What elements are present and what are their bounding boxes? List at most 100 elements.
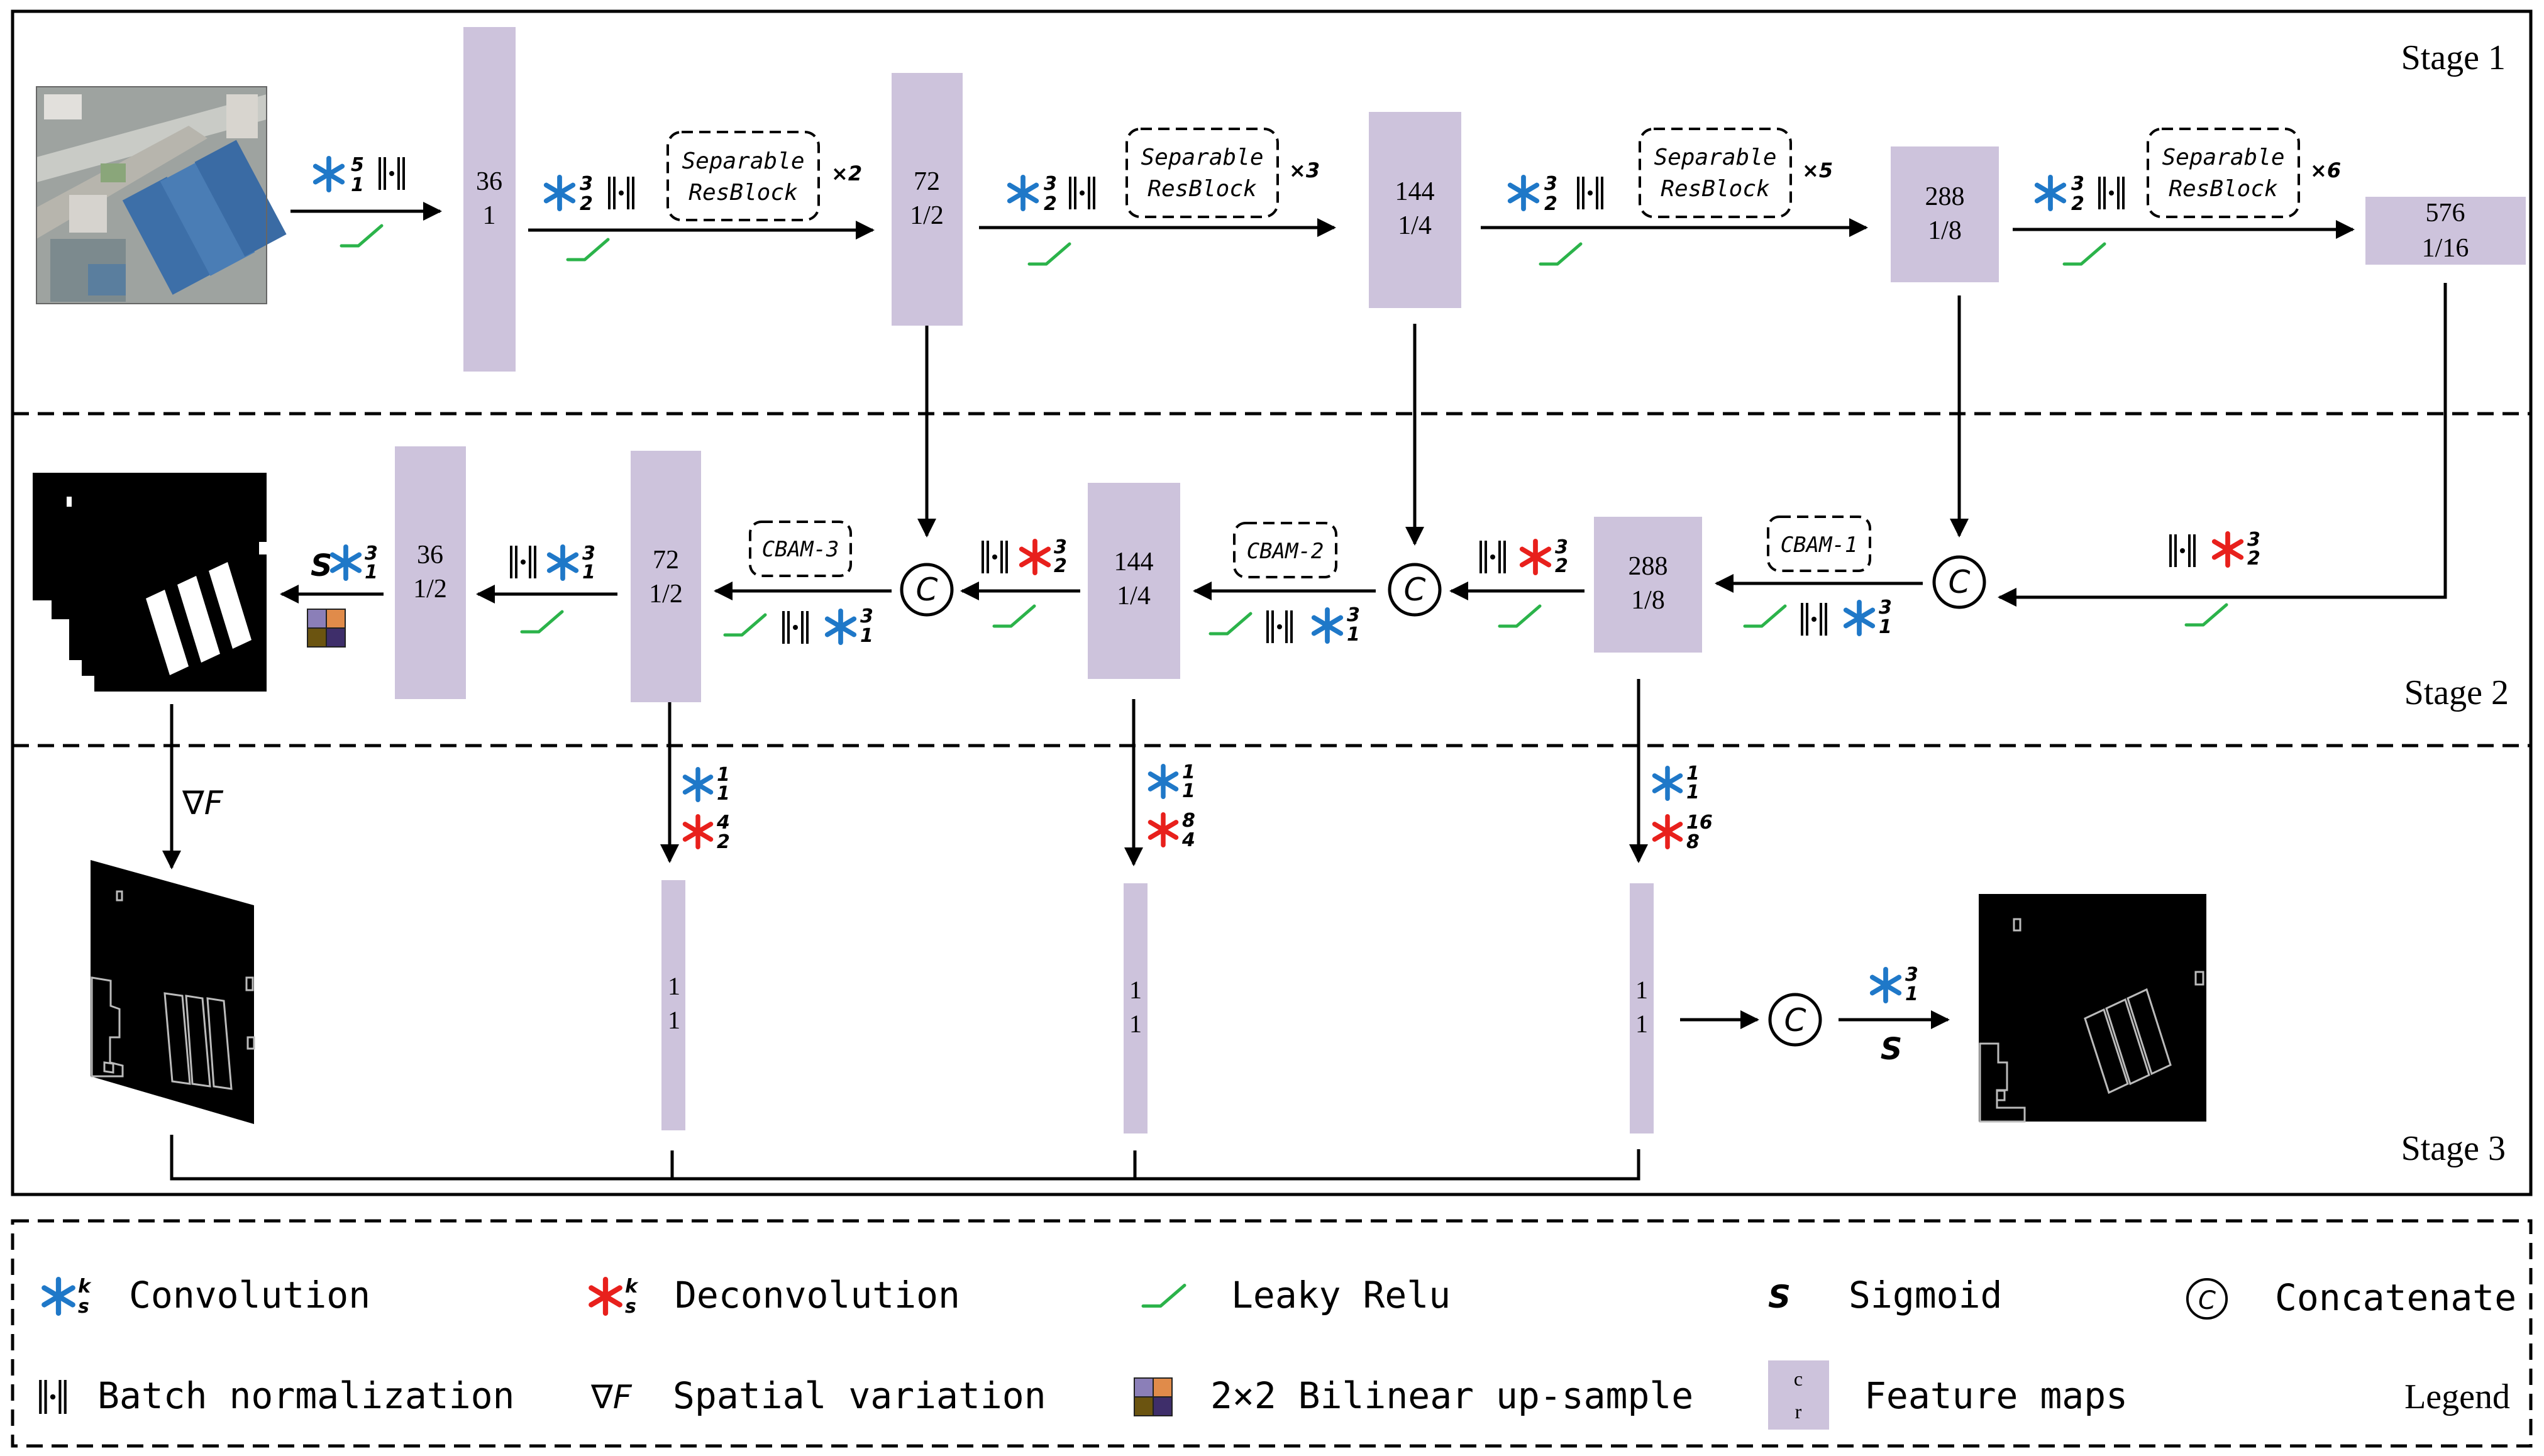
legend-concatenate: Concatenate (2275, 1276, 2516, 1319)
dec-deconv-3-icon (1022, 541, 1049, 573)
dec-out-conv-icon (333, 547, 360, 578)
enc-conv2-k: 3 (1044, 173, 1057, 195)
enc-bn4-icon (2098, 175, 2125, 211)
dec-relu-final-icon (522, 612, 562, 632)
branch2-deconv-icon (1150, 815, 1176, 846)
legend-feature-map-icon (1768, 1360, 1829, 1430)
decoder-fm3-c: 144 (1114, 548, 1154, 576)
dec-relu-c1-icon (1745, 606, 1785, 626)
edge-fm1-c: 1 (668, 972, 680, 1000)
dec-cbam-1-label: CBAM-1 (1781, 532, 1858, 558)
legend-deconvolution: Deconvolution (675, 1274, 960, 1316)
edge-fm3-c: 1 (1635, 976, 1648, 1004)
dec-conv-c2-s: 1 (1347, 624, 1360, 646)
decoder-feature-map-3 (1088, 483, 1180, 679)
dec-bn-final-icon (510, 544, 536, 580)
decoder-fm4-r: 1/8 (1631, 586, 1665, 615)
dec-cbam-1 (1767, 516, 1871, 572)
legend-fm-r: r (1795, 1400, 1802, 1423)
enc-conv2-icon (1010, 177, 1037, 209)
legend-frame (11, 1219, 2533, 1448)
dec-conv-c3-icon (827, 611, 854, 643)
encoder-fm4-c: 288 (1925, 182, 1965, 211)
enc-rep-1: ×2 (831, 162, 862, 185)
dec-upsample-icon (307, 609, 346, 648)
dec-conv-c3-s: 1 (860, 625, 873, 647)
branch1-deconv-icon (685, 817, 711, 847)
enc-bn3-icon (1577, 175, 1603, 211)
decoder-feature-map-2 (631, 451, 701, 702)
dec-bn-in-icon (2169, 533, 2196, 568)
legend-sigmoid: Sigmoid (1849, 1274, 2002, 1316)
dec-deconv-2-k: 3 (1555, 536, 1568, 558)
encoder-feature-map-4 (1891, 146, 1999, 282)
encoder-fm2-c: 72 (914, 167, 940, 196)
enc-relu1-icon (568, 240, 608, 260)
stage1-conv-icon (316, 158, 343, 190)
dec-bn-d2-icon (1479, 539, 1506, 575)
stages-frame (11, 9, 2533, 1196)
dec-final-conv-s: 1 (582, 561, 595, 583)
stage1-bn-icon (379, 156, 405, 191)
encoder-feature-map-5 (2365, 197, 2526, 265)
edge-fm1-r: 1 (668, 1006, 680, 1034)
decoder-fm3-r: 1/4 (1117, 582, 1151, 610)
legend-convolution: Convolution (129, 1274, 370, 1316)
edge-fm3-r: 1 (1635, 1010, 1648, 1038)
legend-deconv-s: s (625, 1296, 636, 1318)
branch3-deconv-k: 16 (1686, 812, 1713, 834)
branch2-deconv-k: 8 (1182, 810, 1195, 832)
dec-out-conv-k: 3 (365, 543, 378, 565)
branch1-conv-icon (685, 769, 711, 800)
decoder-fm1-r: 1/2 (413, 575, 447, 604)
dec-deconv-2-icon (1522, 541, 1549, 573)
legend-conv-icon (44, 1279, 72, 1313)
enc-resblock-2 (1125, 128, 1279, 218)
stage-1-label: Stage 1 (2401, 38, 2506, 77)
encoder-fm5-c: 576 (2426, 199, 2465, 228)
enc-resblock-3-line1: Separable (1654, 145, 1776, 170)
enc-relu3-icon (1540, 244, 1581, 264)
enc-conv3-s: 2 (1544, 193, 1557, 215)
decoder-feature-map-1 (395, 446, 466, 699)
enc-resblock-1-line2: ResBlock (689, 180, 798, 206)
stage1-relu-icon (341, 226, 382, 246)
decoder-fm1-c: 36 (417, 541, 443, 570)
branch2-conv-icon (1150, 766, 1176, 797)
dec-bn-c2-icon (1266, 609, 1293, 644)
enc-rep-3: ×5 (1802, 158, 1833, 182)
dec-bn-d3-icon (982, 539, 1008, 575)
branch3-deconv-s: 8 (1686, 831, 1700, 853)
dec-deconv-3-k: 3 (1054, 536, 1067, 558)
legend-conv-k: k (78, 1276, 92, 1298)
branch3-conv-icon (1654, 768, 1680, 799)
encoder-fm1-r: 1 (483, 201, 496, 230)
enc-bn2-icon (1069, 175, 1095, 211)
stage3-bottom-bracket (170, 1135, 1640, 1181)
grad-label: ∇F (182, 785, 224, 822)
enc-resblock-1-line1: Separable (682, 148, 804, 174)
edge-output-image (1979, 894, 2206, 1123)
dec-deconv-in-k: 3 (2247, 529, 2260, 551)
dec-deconv-3-s: 2 (1054, 555, 1067, 577)
edge-feature-map-2 (1124, 883, 1148, 1133)
spatial-variation-edge-image (91, 860, 255, 1124)
branch2-conv-k: 1 (1182, 761, 1195, 783)
enc-conv4-icon (2037, 177, 2064, 209)
enc-resblock-4-line2: ResBlock (2169, 176, 2278, 202)
legend-sigmoid-symbol: S (1768, 1279, 1791, 1315)
dec-deconv-in-icon (2215, 534, 2242, 565)
dec-relu-c2-icon (1210, 614, 1251, 634)
encoder-feature-map-2 (892, 73, 963, 326)
encoder-fm1-c: 36 (476, 167, 502, 196)
decoder-fm2-r: 1/2 (649, 580, 683, 609)
encoder-fm4-r: 1/8 (1928, 216, 1962, 245)
legend-spatial-variation: Spatial variation (673, 1374, 1046, 1417)
legend-deconv-icon (591, 1279, 619, 1313)
enc-resblock-2-line1: Separable (1141, 145, 1263, 170)
legend-leaky-relu: Leaky Relu (1231, 1274, 1451, 1316)
bottleneck-arrow (1998, 283, 2447, 607)
legend-spatial-symbol: ∇F (590, 1379, 633, 1416)
dec-bn-c3-icon (782, 610, 809, 645)
stage3-conv-k: 3 (1905, 964, 1918, 986)
